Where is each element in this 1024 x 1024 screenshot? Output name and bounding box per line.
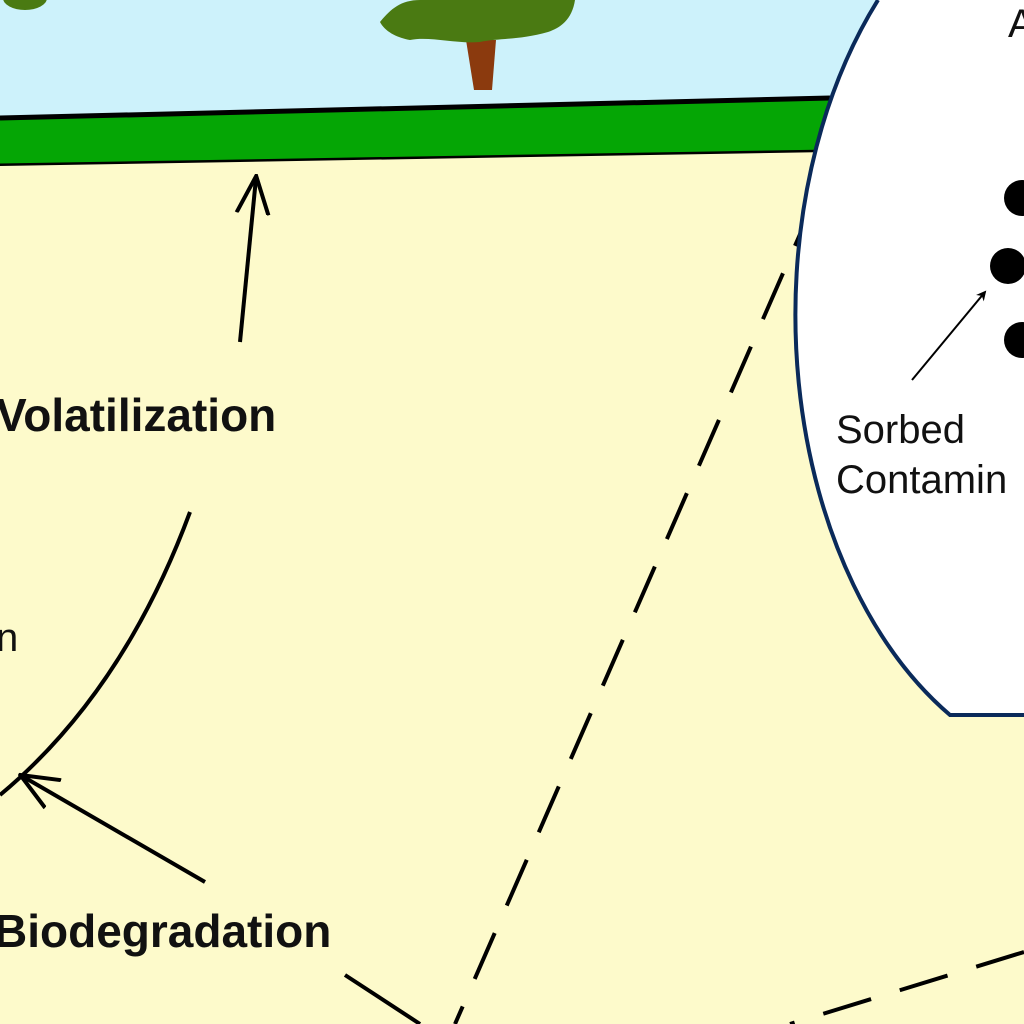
biodegradation-arrow: [22, 776, 207, 884]
partial-left-label: n: [0, 616, 19, 660]
inset-magnifier: [793, 0, 1024, 717]
dashed-line-2: [789, 950, 1024, 1024]
contaminant-dot: [990, 248, 1024, 284]
volatilization-label: Volatilization: [0, 389, 277, 441]
tree: [3, 0, 575, 90]
contaminant-dot: [1004, 322, 1024, 358]
sorbed-arrow: [911, 290, 987, 381]
tree-trunk: [466, 40, 496, 90]
inset-top-label: A: [1008, 2, 1024, 46]
soil: [0, 152, 830, 1024]
grass-top-line: [0, 95, 831, 121]
tree-crown: [380, 0, 575, 43]
contaminant-dot: [1004, 180, 1024, 216]
cycle-curve: [0, 511, 192, 797]
volatilization-arrow: [240, 178, 256, 343]
biodegradation-label: Biodegradation: [0, 905, 332, 957]
sorbed-label-line2: Contamin: [836, 458, 1008, 502]
dashed-line-3: [343, 973, 422, 1024]
tree-crown-left: [3, 0, 47, 10]
dashed-line-1: [453, 199, 817, 1024]
sorbed-label-line1: Sorbed: [836, 408, 965, 452]
